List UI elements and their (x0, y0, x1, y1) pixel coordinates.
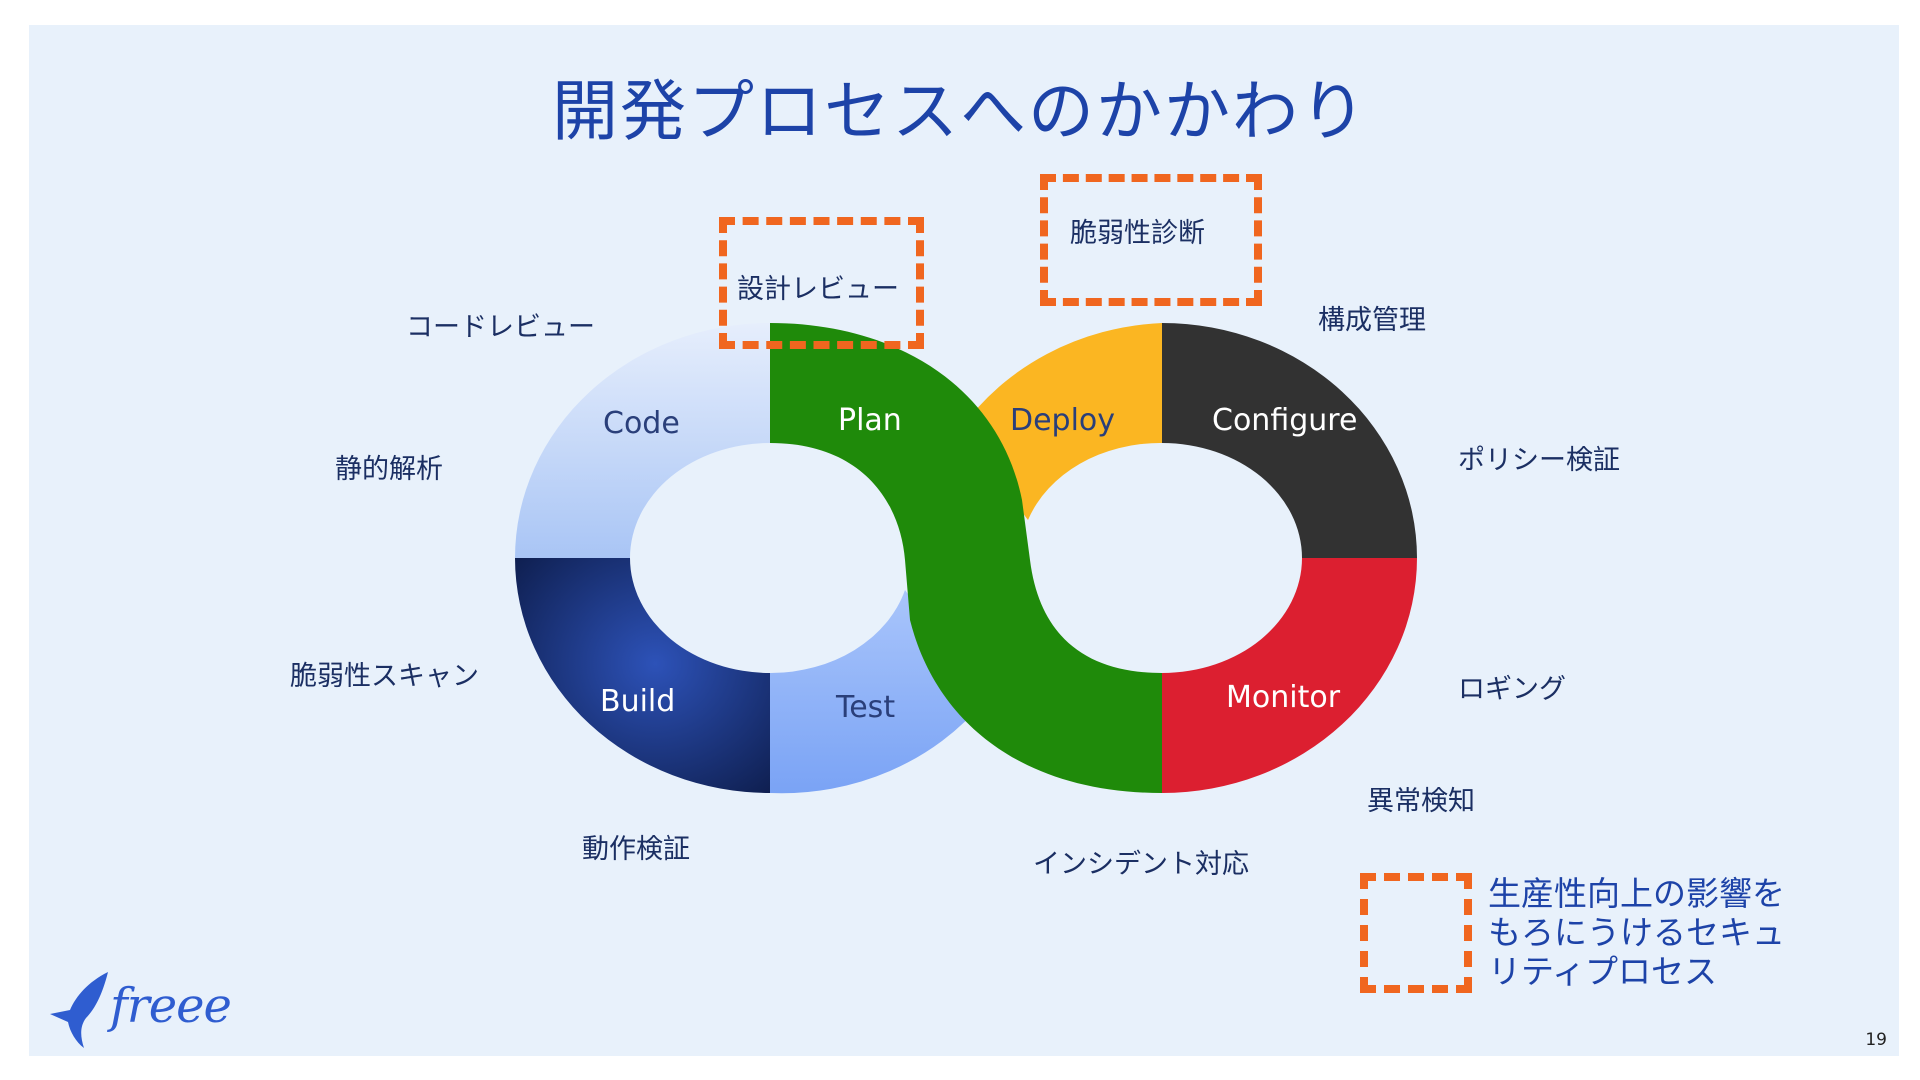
activity-incident-response: インシデント対応 (1033, 849, 1249, 880)
bird-logo-icon (50, 972, 108, 1048)
label-plan: Plan (838, 403, 902, 438)
legend-text: 生産性向上の影響を もろにうけるセキュ リティプロセス (1488, 874, 1818, 991)
activity-logging: ロギング (1458, 674, 1566, 705)
label-build: Build (600, 684, 675, 719)
label-code: Code (603, 406, 680, 441)
activity-vuln-assessment: 脆弱性診断 (1070, 218, 1205, 249)
label-monitor: Monitor (1226, 680, 1341, 715)
legend-line-1: 生産性向上の影響を (1488, 874, 1785, 913)
segment-configure (1162, 323, 1417, 558)
segment-code (515, 323, 770, 558)
highlight-box-design-review (719, 217, 924, 349)
activity-static-analysis: 静的解析 (335, 454, 443, 485)
activity-anomaly-detection: 異常検知 (1367, 786, 1475, 817)
page-number: 19 (1865, 1030, 1887, 1050)
legend-line-3: リティプロセス (1488, 952, 1718, 991)
segment-plan (770, 323, 1162, 793)
slide-title: 開発プロセスへのかかわり (552, 73, 1368, 150)
label-test: Test (835, 690, 895, 725)
activity-policy-verification: ポリシー検証 (1458, 445, 1620, 476)
activity-vuln-scan: 脆弱性スキャン (290, 661, 479, 692)
segment-monitor (1162, 558, 1417, 793)
activity-behavior-verification: 動作検証 (582, 834, 690, 865)
label-configure: Configure (1212, 403, 1357, 438)
activity-config-management: 構成管理 (1318, 305, 1426, 336)
activity-design-review: 設計レビュー (737, 274, 899, 305)
freee-logo-text: freee (110, 978, 232, 1034)
segment-build (515, 558, 770, 793)
activity-code-review: コードレビュー (406, 312, 595, 343)
legend-dashed-box (1360, 873, 1472, 993)
legend-line-2: もろにうけるセキュ (1488, 913, 1785, 952)
highlight-box-vuln-assessment (1040, 174, 1262, 306)
label-deploy: Deploy (1010, 403, 1115, 438)
